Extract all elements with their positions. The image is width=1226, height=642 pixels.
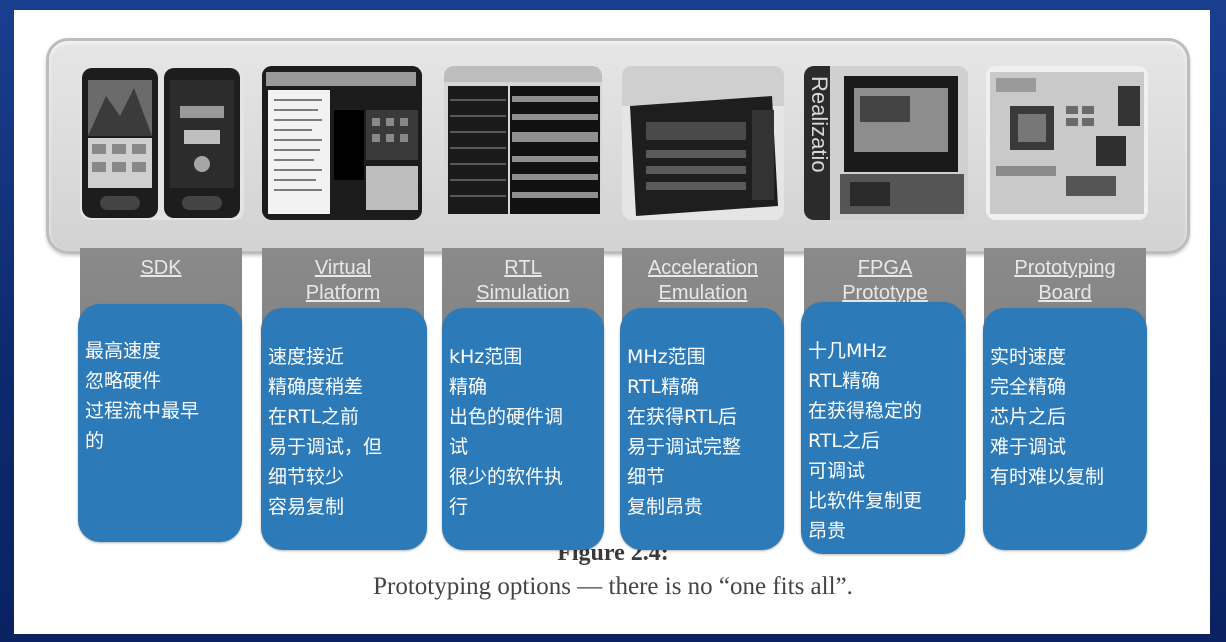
realization-text: Realizatio — [807, 76, 832, 173]
card-rtl-simulation-text: kHz范围 精确 出色的硬件调 试 很少的软件执 行 — [449, 346, 564, 518]
fpga-prototype-image: Realizatio — [804, 66, 968, 220]
card-acceleration-emulation: MHz范围 RTL精确 在获得RTL后 易于调试完整 细节 复制昂贵 — [620, 308, 784, 550]
card-virtual-platform: 速度接近 精确度稍差 在RTL之前 易于调试，但 细节较少 容易复制 — [261, 308, 427, 550]
card-virtual-platform-text: 速度接近 精确度稍差 在RTL之前 易于调试，但 细节较少 容易复制 — [268, 346, 383, 518]
card-prototyping-board-text: 实时速度 完全精确 芯片之后 难于调试 有时难以复制 — [990, 346, 1105, 488]
card-sdk-text: 最高速度 忽略硬件 过程流中最早 的 — [85, 340, 200, 452]
card-acceleration-emulation-text: MHz范围 RTL精确 在获得RTL后 易于调试完整 细节 复制昂贵 — [627, 346, 742, 518]
column-title-sdk: SDK — [140, 257, 182, 279]
card-fpga-prototype: 十几MHz RTL精确 在获得稳定的 RTL之后 可调试 比软件复制更 昂贵 — [801, 302, 965, 554]
card-prototyping-board: 实时速度 完全精确 芯片之后 难于调试 有时难以复制 — [983, 308, 1147, 550]
prototyping-board-image — [986, 66, 1148, 220]
rtl-simulation-image — [444, 66, 602, 220]
column-title-prototyping-board: Prototyping Board — [1014, 257, 1116, 304]
virtual-platform-image — [262, 66, 422, 220]
column-title-fpga-prototype: FPGA Prototype — [842, 257, 928, 304]
card-fpga-prototype-text: 十几MHz RTL精确 在获得稳定的 RTL之后 可调试 比软件复制更 昂贵 — [808, 340, 923, 542]
column-title-virtual-platform: Virtual Platform — [305, 257, 381, 304]
emulation-hardware-image — [622, 66, 784, 220]
column-title-rtl-simulation: RTL Simulation — [476, 257, 570, 304]
sdk-phones-image — [80, 66, 244, 220]
column-title-acceleration-emulation: Acceleration Emulation — [647, 257, 759, 304]
figure-caption-text: Prototyping options — there is no “one f… — [373, 573, 853, 600]
card-rtl-simulation: kHz范围 精确 出色的硬件调 试 很少的软件执 行 — [442, 308, 604, 550]
card-sdk: 最高速度 忽略硬件 过程流中最早 的 — [78, 304, 242, 542]
